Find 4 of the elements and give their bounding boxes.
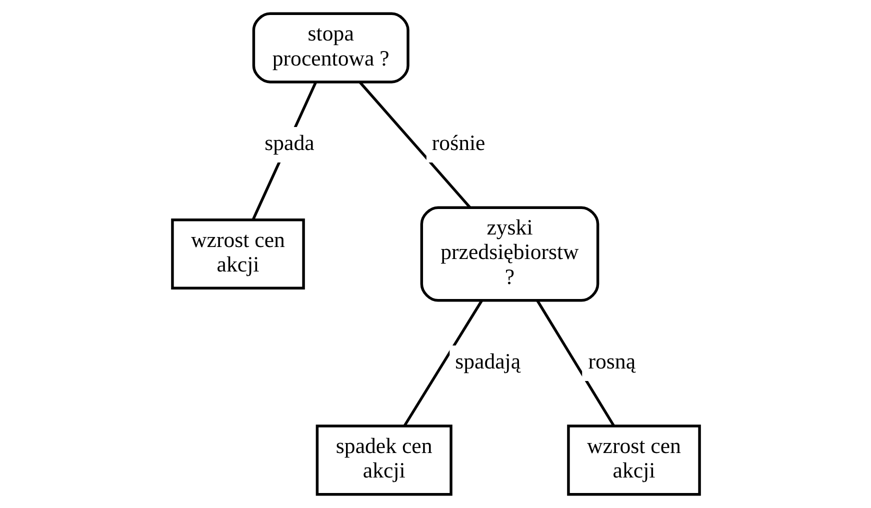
- edge-label: spada: [264, 130, 314, 155]
- edge-label: rośnie: [431, 130, 485, 155]
- edge-label: rosną: [588, 349, 636, 374]
- edge-label: spadają: [454, 349, 520, 374]
